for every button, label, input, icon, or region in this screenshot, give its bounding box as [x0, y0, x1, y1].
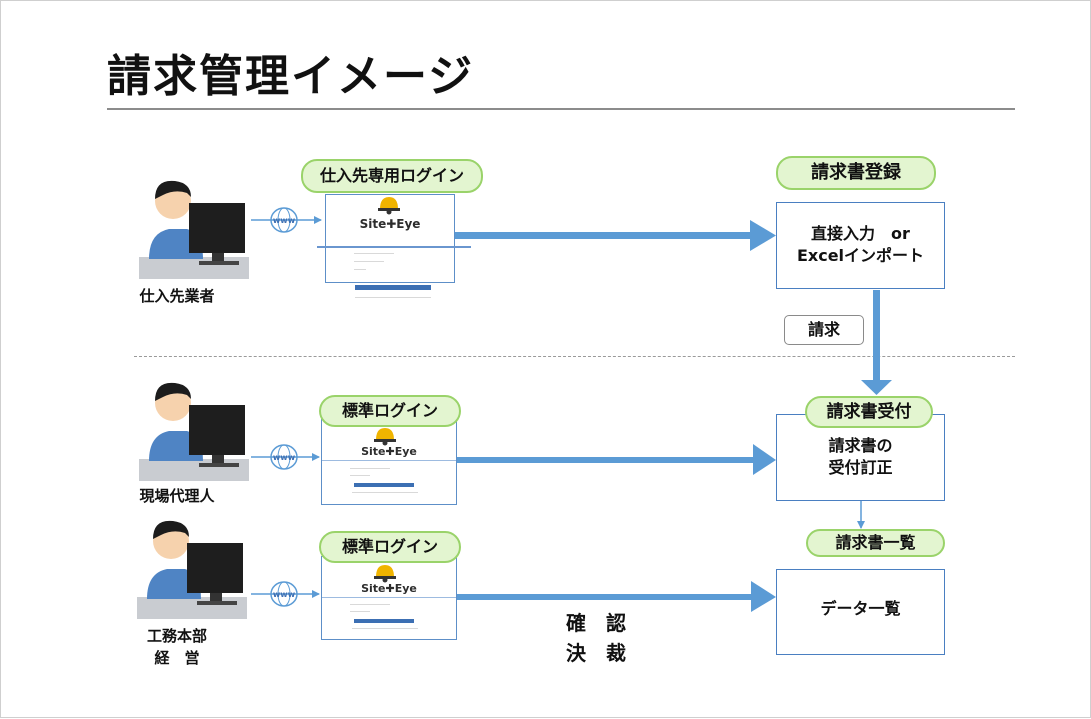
pill-supplier-login: 仕入先専用ログイン [301, 159, 483, 193]
list-box: データ一覧 [776, 569, 945, 655]
svg-text:www: www [273, 590, 296, 599]
register-box-line2: Excelインポート [796, 246, 925, 265]
helmet-logo-icon [374, 426, 396, 446]
www-globe-icon: www [269, 443, 299, 471]
actor-hq-label-2: 経 営 [154, 649, 200, 667]
register-box-line1: 直接入力 or [811, 224, 910, 243]
actor-supplier-label: 仕入先業者 [139, 287, 215, 305]
login-button-preview [354, 619, 414, 623]
receive-box-line1: 請求書の [828, 436, 893, 455]
actor-hq-label-1: 工務本部 [146, 627, 207, 645]
supplier-avatar [137, 173, 252, 281]
login-divider-line [322, 597, 456, 598]
standard-login-screen-2: Site✚Eye [321, 556, 457, 640]
www-globe-icon: www [269, 580, 299, 608]
www-globe-icon: www [269, 206, 299, 234]
helmet-logo-icon [378, 195, 400, 215]
form-field-line [350, 604, 390, 605]
list-box-text: データ一覧 [820, 599, 901, 618]
flow-label-request: 請求 [784, 315, 864, 345]
footer-text-line [352, 628, 418, 629]
receive-box: 請求書の 受付訂正 [776, 414, 945, 501]
standard-login-screen-1: Site✚Eye [321, 419, 457, 505]
svg-text:www: www [273, 216, 296, 225]
approval-confirm: 確 認 [566, 611, 626, 635]
pill-invoice-list: 請求書一覧 [806, 529, 945, 557]
pill-invoice-register: 請求書登録 [776, 156, 936, 190]
form-field-line [350, 468, 390, 469]
approval-decide: 決 裁 [566, 641, 626, 665]
arrow-list [456, 581, 776, 612]
site-eye-logo: Site✚Eye [359, 217, 421, 231]
login-button-preview [355, 285, 431, 290]
page-title: 請求管理イメージ [107, 51, 475, 102]
footer-text-line [352, 492, 418, 493]
form-field-line [350, 475, 370, 476]
pill-standard-login-1: 標準ログイン [319, 395, 461, 427]
svg-text:www: www [273, 453, 296, 462]
hq-avatar [135, 513, 250, 621]
helmet-logo-icon [374, 563, 396, 583]
site-agent-avatar [137, 375, 252, 483]
pill-invoice-receive: 請求書受付 [805, 396, 933, 428]
receive-box-line2: 受付訂正 [828, 458, 893, 477]
pill-standard-login-2: 標準ログイン [319, 531, 461, 563]
form-field-line [350, 611, 370, 612]
arrow-register [455, 220, 776, 251]
form-field-line [354, 261, 384, 262]
arrow-receive [456, 444, 776, 475]
actor-site-agent-label: 現場代理人 [139, 487, 215, 505]
footer-text-line [355, 297, 431, 298]
section-divider [134, 356, 1015, 357]
arrow-request-down [861, 290, 892, 395]
site-eye-logo: Site✚Eye [361, 582, 417, 595]
form-field-line [354, 269, 366, 270]
register-box: 直接入力 or Excelインポート [776, 202, 945, 289]
site-eye-logo: Site✚Eye [361, 445, 417, 458]
login-divider-line [317, 246, 471, 248]
supplier-login-screen: Site✚Eye [325, 194, 455, 283]
title-underline [107, 108, 1015, 110]
login-divider-line [322, 460, 456, 461]
login-button-preview [354, 483, 414, 487]
form-field-line [354, 253, 394, 254]
